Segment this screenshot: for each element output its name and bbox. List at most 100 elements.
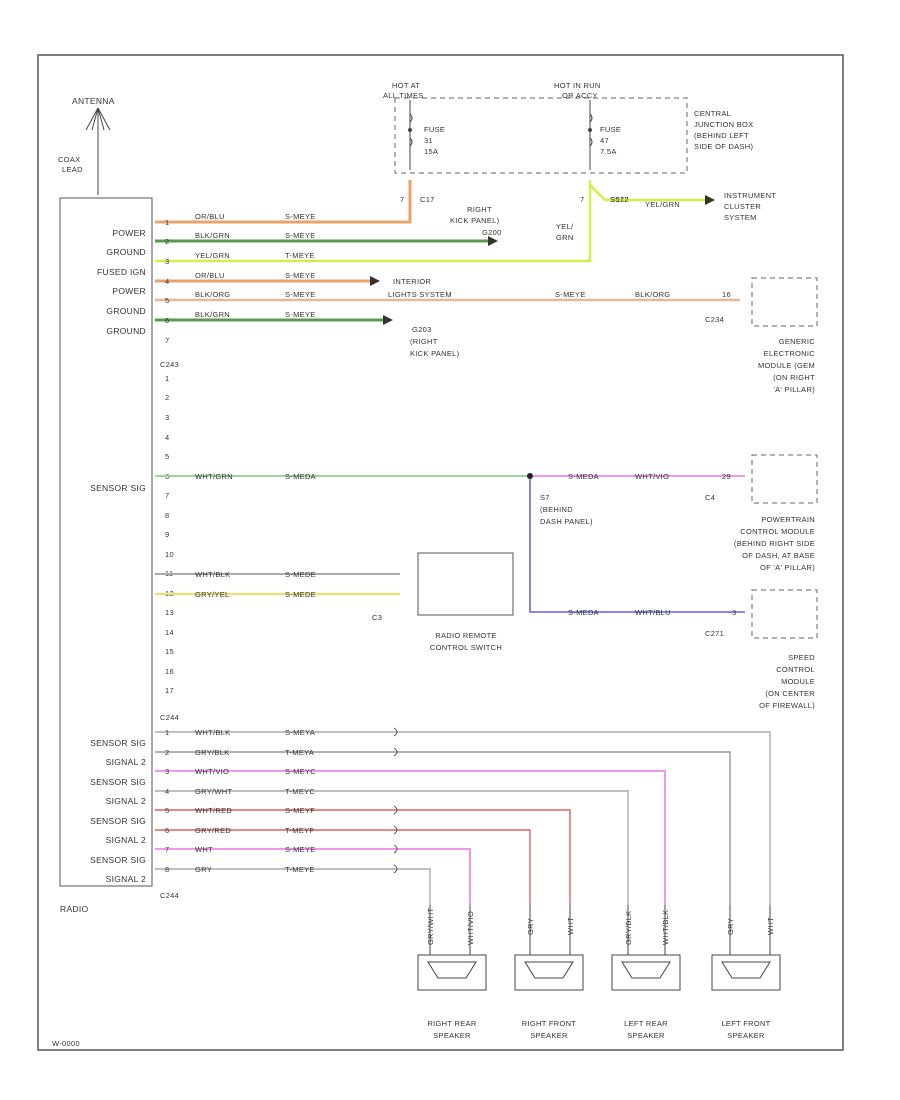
bottom-left-labels: SENSOR SIG SIGNAL 2 SENSOR SIG SIGNAL 2 … bbox=[90, 738, 146, 884]
bw5-color: WHT/RED bbox=[195, 806, 232, 815]
hot-at-all-times-2: ALL TIMES bbox=[383, 91, 424, 100]
bottom-pin-8: 8 bbox=[165, 865, 169, 874]
mid-pin-1: 1 bbox=[165, 374, 169, 383]
mid-pin-numbers: 1 2 3 4 5 6 7 8 9 10 11 12 13 14 15 16 1… bbox=[165, 374, 174, 695]
mid-pin-9: 9 bbox=[165, 530, 169, 539]
pcm-label-2: CONTROL MODULE bbox=[740, 527, 815, 536]
bw4-circuit: T-MEYC bbox=[285, 787, 315, 796]
top-pin-3: 3 bbox=[165, 257, 169, 266]
scm-box bbox=[751, 589, 818, 639]
bw1-color: WHT/BLK bbox=[195, 728, 230, 737]
left-label-power-2: POWER bbox=[112, 286, 146, 296]
speaker2-label-1: RIGHT FRONT bbox=[522, 1019, 577, 1028]
right-kick-label-1: RIGHT bbox=[467, 205, 492, 214]
wire12-color: GRY/YEL bbox=[195, 590, 229, 599]
gem-label-4: (ON RIGHT bbox=[773, 373, 815, 382]
c242-pin: 7 bbox=[580, 195, 584, 204]
right-kick-label-2: KICK PANEL) bbox=[450, 216, 500, 225]
gem-label-1: GENERIC bbox=[779, 337, 816, 346]
speaker1-label-1: RIGHT REAR bbox=[427, 1019, 476, 1028]
radio-remote-control-switch-box bbox=[417, 552, 514, 616]
hot-in-run-2: OR ACCY bbox=[562, 91, 598, 100]
fuse47-amps: 7.5A bbox=[600, 147, 617, 156]
scm-wire-circuit: S-MEDA bbox=[568, 608, 599, 617]
bottom-pin-7: 7 bbox=[165, 845, 169, 854]
top-pin-2: 2 bbox=[165, 237, 169, 246]
pcm-wire-circuit: S-MEDA bbox=[568, 472, 599, 481]
fuse47-label: FUSE bbox=[600, 125, 621, 134]
speaker2-label-2: SPEAKER bbox=[530, 1031, 568, 1040]
bl-label-6: SIGNAL 2 bbox=[106, 835, 146, 845]
wire1-color: OR/BLU bbox=[195, 212, 225, 221]
figure-code: W-0000 bbox=[52, 1039, 80, 1048]
c244-label: C244 bbox=[160, 713, 179, 722]
bl-label-1: SENSOR SIG bbox=[90, 738, 146, 748]
bl-label-5: SENSOR SIG bbox=[90, 816, 146, 826]
c244-label-bottom: C244 bbox=[160, 891, 179, 900]
interior-lights-2: LIGHTS SYSTEM bbox=[388, 290, 452, 299]
pcm-wire-color: WHT/VIO bbox=[635, 472, 669, 481]
wire12-circuit: S-MEDE bbox=[285, 590, 316, 599]
c243-label: C243 bbox=[160, 360, 179, 369]
ground-g203-icon bbox=[383, 315, 393, 325]
radio-unit bbox=[59, 197, 153, 887]
bottom-pin-6: 6 bbox=[165, 826, 169, 835]
c17-pin: 7 bbox=[400, 195, 404, 204]
g203-label-1: G203 bbox=[412, 325, 432, 334]
cjb-name-1: CENTRAL bbox=[694, 109, 731, 118]
yel-grn-label-1: YEL/ bbox=[556, 222, 574, 231]
bw2-circuit: T-MEYA bbox=[285, 748, 314, 757]
mid-pin-7: 7 bbox=[165, 491, 169, 500]
speaker-left-front-icon bbox=[711, 905, 781, 991]
mid-pin-10: 10 bbox=[165, 550, 174, 559]
top-wire-labels: OR/BLU S-MEYE BLK/GRN S-MEYE YEL/GRN T-M… bbox=[195, 212, 316, 319]
gem-wire-color: BLK/ORG bbox=[635, 290, 670, 299]
bw5-circuit: S-MEYF bbox=[285, 806, 315, 815]
bw8-circuit: T-MEYE bbox=[285, 865, 315, 874]
fuse-47-icon bbox=[588, 113, 593, 147]
wire4-circuit: S-MEYE bbox=[285, 271, 316, 280]
top-pin-numbers: 1 2 3 4 5 6 7 bbox=[165, 218, 169, 345]
mid-pin-8: 8 bbox=[165, 511, 169, 520]
bottom-pin-1: 1 bbox=[165, 728, 169, 737]
connector-pin-icons bbox=[393, 727, 398, 874]
mid-pin-17: 17 bbox=[165, 686, 174, 695]
gem-label-3: MODULE (GEM bbox=[758, 361, 815, 370]
coax-label-2: LEAD bbox=[62, 165, 83, 174]
wire-sensor-color: WHT/GRN bbox=[195, 472, 233, 481]
top-pin-5: 5 bbox=[165, 296, 169, 305]
mid-pin-15: 15 bbox=[165, 647, 174, 656]
speaker4-label-1: LEFT FRONT bbox=[721, 1019, 770, 1028]
mid-pin-13: 13 bbox=[165, 608, 174, 617]
bottom-pin-2: 2 bbox=[165, 748, 169, 757]
wire5-color: BLK/ORG bbox=[195, 290, 230, 299]
wire1-circuit: S-MEYE bbox=[285, 212, 316, 221]
gem-wire-pin: 16 bbox=[722, 290, 731, 299]
pcm-label-4: OF DASH, AT BASE bbox=[742, 551, 815, 560]
mid-pin-16: 16 bbox=[165, 667, 174, 676]
c221-label: C271 bbox=[705, 629, 724, 638]
pcm-label-5: OF 'A' PILLAR) bbox=[760, 563, 815, 572]
bw6-circuit: T-MEYF bbox=[285, 826, 314, 835]
bw4-color: GRY/WHT bbox=[195, 787, 232, 796]
antenna-label: ANTENNA bbox=[72, 96, 115, 106]
scm-label-5: OF FIREWALL) bbox=[759, 701, 815, 710]
speaker3-label-2: SPEAKER bbox=[627, 1031, 665, 1040]
bl-label-7: SENSOR SIG bbox=[90, 855, 146, 865]
bl-label-8: SIGNAL 2 bbox=[106, 874, 146, 884]
bw1-circuit: S-MEYA bbox=[285, 728, 315, 737]
wire5-circuit: S-MEYE bbox=[285, 290, 316, 299]
top-pin-6: 6 bbox=[165, 316, 169, 325]
bottom-pin-numbers: 1 2 3 4 5 6 7 8 bbox=[165, 728, 169, 874]
hot-in-run-1: HOT IN RUN bbox=[554, 81, 601, 90]
speaker1-label-2: SPEAKER bbox=[433, 1031, 471, 1040]
scm-wire-pin: 3 bbox=[732, 608, 736, 617]
fuse47-number: 47 bbox=[600, 136, 609, 145]
cjb-name-3: (BEHIND LEFT bbox=[694, 131, 749, 140]
cjb-name-4: SIDE OF DASH) bbox=[694, 142, 754, 151]
c17-label: C17 bbox=[420, 195, 435, 204]
instrument-cluster-2: CLUSTER bbox=[724, 202, 761, 211]
arrow-interior-lights-icon bbox=[370, 276, 380, 286]
scm-label-4: (ON CENTER bbox=[765, 689, 815, 698]
